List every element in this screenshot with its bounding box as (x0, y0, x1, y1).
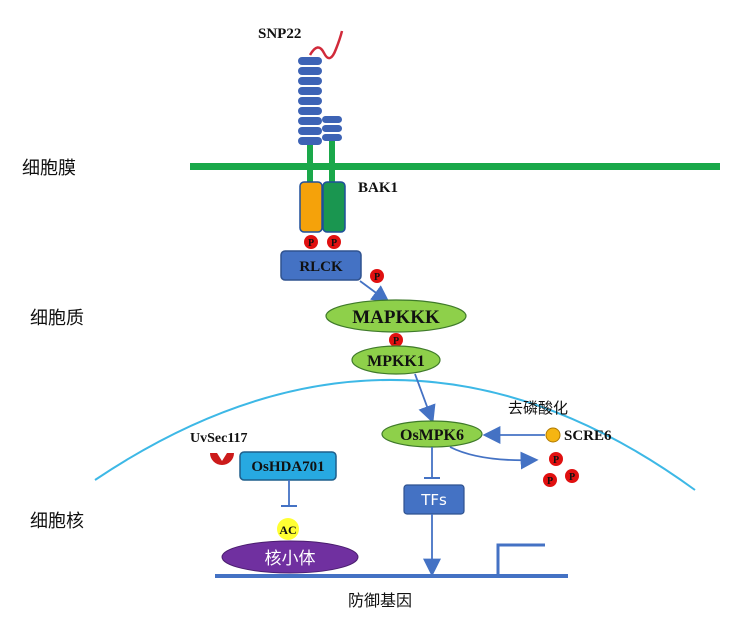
oshda701-box (239, 451, 337, 481)
label-nucleus: 细胞核 (30, 511, 84, 532)
scre6-icon (545, 427, 561, 443)
osmpk6-label: OsMPK6 (400, 427, 464, 444)
phospho-receptor-left: P (304, 235, 318, 249)
bak1-ectodomain (322, 116, 342, 141)
gene-promoter-icon (496, 543, 545, 576)
uvsec117-label: UvSec117 (190, 431, 248, 446)
svg-text:P: P (308, 238, 314, 249)
arrow-rlck-mapkkk (359, 280, 390, 304)
receptor-stalk-left (307, 145, 313, 183)
label-cytoplasm: 细胞质 (30, 308, 84, 329)
nucleosome-label: 核小体 (265, 549, 316, 569)
mpkk1-node (351, 345, 441, 375)
label-membrane: 细胞膜 (22, 158, 76, 179)
svg-text:P: P (331, 238, 337, 249)
svg-text:P: P (569, 472, 575, 483)
snp22-ligand-icon (308, 30, 344, 60)
receptor-ectodomain-left (298, 57, 322, 145)
defense-gene-label: 防御基因 (348, 591, 412, 610)
snp22-label: SNP22 (258, 26, 301, 42)
tfs-box (403, 484, 465, 515)
oshda701-label: OsHDA701 (251, 459, 324, 475)
nucleosome-node (221, 540, 359, 574)
scre6-label: SCRE6 (564, 428, 612, 444)
bak1-stalk (329, 141, 335, 183)
released-phospho-group: P P P (543, 452, 579, 487)
mapkkk-label: MAPKKK (352, 307, 440, 328)
bak1-kinase (322, 181, 346, 233)
svg-text:P: P (547, 476, 553, 487)
phospho-rlck: P (370, 269, 384, 283)
bak1-label: BAK1 (358, 180, 398, 196)
svg-text:P: P (393, 336, 399, 347)
svg-text:P: P (553, 455, 559, 466)
phospho-mapkkk: P (389, 333, 403, 347)
ac-marker (277, 518, 299, 540)
arrow-osmpk6-phospho-release (449, 446, 539, 470)
dephosphorylation-label: 去磷酸化 (508, 399, 568, 417)
svg-text:P: P (374, 272, 380, 283)
rlck-box (280, 250, 362, 281)
ac-label: AC (279, 523, 296, 537)
arrow-mpkk1-osmpk6 (414, 373, 436, 424)
nuclear-envelope (94, 378, 696, 491)
rlck-label: RLCK (299, 259, 343, 275)
receptor-kinase-left (299, 181, 323, 233)
mpkk1-label: MPKK1 (367, 353, 425, 370)
phospho-receptor-right: P (327, 235, 341, 249)
tfs-label: TFs (420, 491, 447, 509)
plasma-membrane (190, 163, 720, 170)
uvsec117-icon (210, 453, 234, 465)
mapkkk-node (325, 299, 467, 333)
